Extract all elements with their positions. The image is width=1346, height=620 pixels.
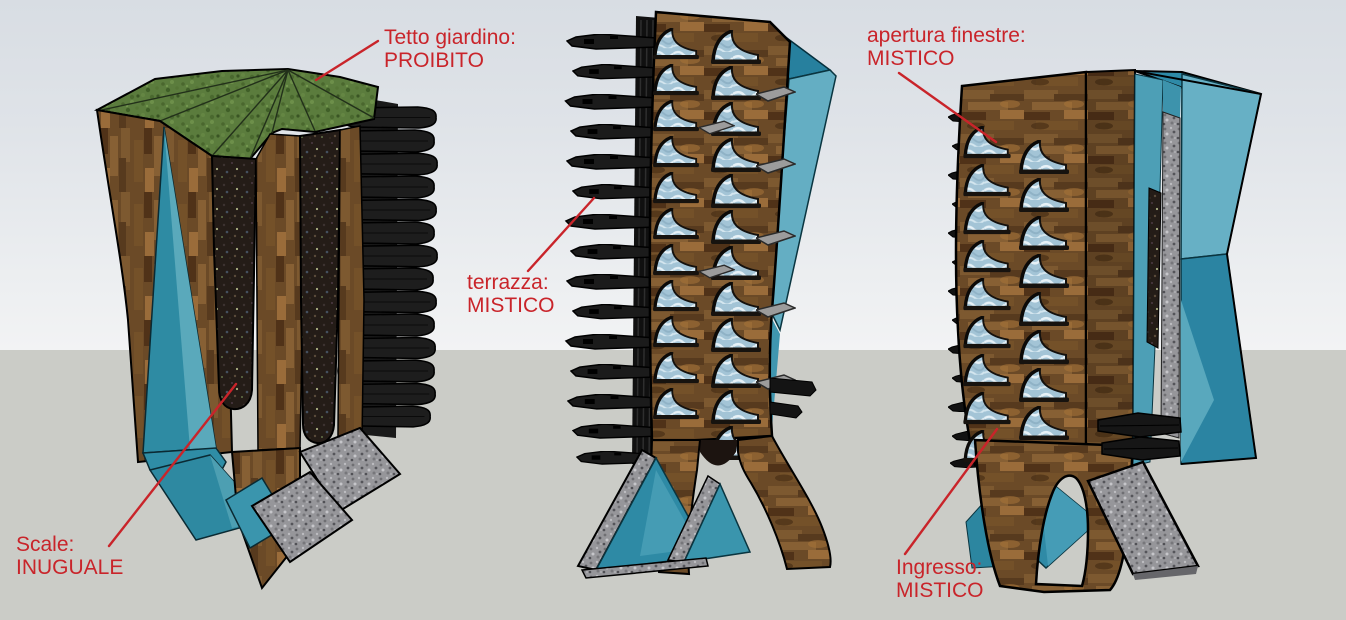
callout-terrazza: terrazza: MISTICO	[467, 271, 555, 317]
callout-label: Ingresso:	[896, 556, 983, 579]
wood-pier	[255, 133, 303, 451]
callout-value: INUGUALE	[16, 556, 124, 579]
callout-value: PROIBITO	[384, 49, 484, 72]
building-terrace-tower	[564, 10, 837, 579]
leader-line-scale	[107, 382, 238, 548]
callout-value: MISTICO	[467, 294, 555, 317]
callout-scale: Scale: INUGUALE	[16, 533, 123, 579]
entry-platforms	[1097, 412, 1182, 461]
callout-label: Scale:	[16, 533, 75, 556]
glass-wedge-highlight	[164, 127, 216, 449]
side-balconies	[769, 377, 817, 419]
callout-value: MISTICO	[867, 47, 955, 70]
leader-line-terrazza	[526, 196, 596, 273]
callout-value: MISTICO	[896, 579, 984, 602]
ramp-edge	[1133, 566, 1198, 580]
roof-facet-lines	[96, 69, 375, 160]
dark-window-strip	[1146, 187, 1162, 349]
leader-line-ingresso	[903, 427, 999, 556]
building-window-tower	[948, 68, 1263, 594]
leg-right	[737, 434, 832, 571]
stair-shaft	[210, 154, 258, 411]
stair-shaft-2	[298, 128, 342, 445]
leader-line-apertura-finestre	[897, 71, 998, 144]
glass-plane	[769, 69, 837, 333]
terrace-blade-stack	[564, 34, 660, 465]
leader-line-tetto-giardino	[314, 39, 380, 82]
building-garden-roof-tower	[93, 67, 438, 591]
stone-core-strip	[1160, 111, 1181, 439]
callout-label: apertura finestre:	[867, 24, 1026, 47]
callout-ingresso: Ingresso: MISTICO	[896, 556, 984, 602]
callout-label: Tetto giardino:	[384, 26, 516, 49]
wood-pier-2	[337, 125, 365, 441]
entry-glass-pyramids	[576, 448, 752, 579]
twisted-glass-prism	[1132, 70, 1263, 467]
arch-shadow	[700, 440, 738, 466]
callout-label: terrazza:	[467, 271, 549, 294]
callout-apertura-finestre: apertura finestre: MISTICO	[867, 24, 1026, 70]
callout-tetto-giardino: Tetto giardino: PROIBITO	[384, 26, 516, 72]
annotation-leaders	[107, 39, 999, 556]
facade-shading	[1086, 70, 1135, 465]
base-cluster	[141, 426, 402, 591]
